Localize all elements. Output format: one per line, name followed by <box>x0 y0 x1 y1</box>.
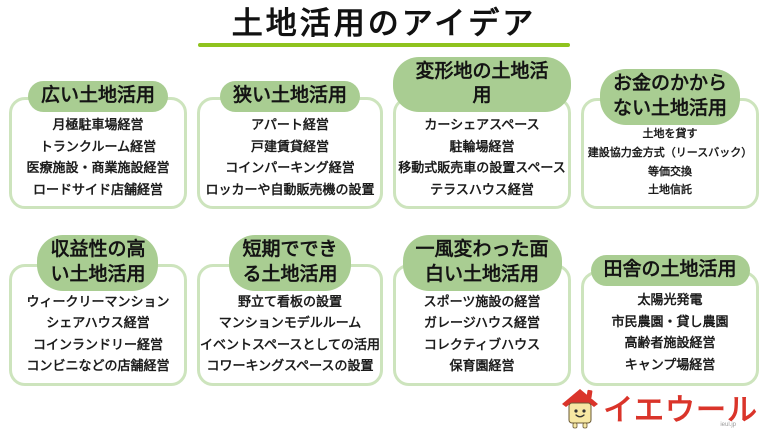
card-header: 変形地の土地活用 <box>393 56 572 113</box>
card-item: 太陽光発電 <box>637 292 703 308</box>
card-header: 広い土地活用 <box>27 81 168 113</box>
ieul-logo: イエウール ieul.jp <box>560 386 758 430</box>
card-item: スポーツ施設の経営 <box>423 293 541 309</box>
card-grid: 広い土地活用 月極駐車場経営 トランクルーム経営 医療施設・商業施設経営 ロード… <box>0 56 768 386</box>
card-header: 一風変わった面 白い土地活用 <box>402 235 562 291</box>
card-unique-land: 一風変わった面 白い土地活用 スポーツ施設の経営 ガレージハウス経営 コレクティ… <box>393 235 572 386</box>
card-item: 医療施設・商業施設経営 <box>26 160 170 176</box>
card-item: コインパーキング経営 <box>225 160 355 176</box>
card-item: テラスハウス経営 <box>430 181 534 197</box>
card-item: マンションモデルルーム <box>218 315 362 331</box>
card-rural-land: 田舎の土地活用 太陽光発電 市民農園・貸し農園 高齢者施設経営 キャンプ場経営 <box>581 255 759 386</box>
card-header: 田舎の土地活用 <box>590 255 750 286</box>
card-item: コンビニなどの店舗経営 <box>26 358 170 374</box>
card-item: 保育園経営 <box>449 358 515 374</box>
card-narrow-land: 狭い土地活用 アパート経営 戸建賃貸経営 コインパーキング経営 ロッカーや自動販… <box>196 81 384 210</box>
card-item: ウィークリーマンション <box>26 293 170 309</box>
house-mascot-icon <box>562 389 599 429</box>
card-profitable-land: 収益性の高 い土地活用 ウィークリーマンション シェアハウス経営 コインランドリ… <box>9 235 187 386</box>
card-item: 土地を貸す <box>642 127 698 140</box>
card-item: シェアハウス経営 <box>46 315 150 331</box>
card-body: 太陽光発電 市民農園・貸し農園 高齢者施設経営 キャンプ場経営 <box>581 270 759 386</box>
card-item: コインランドリー経営 <box>32 336 163 352</box>
card-item: カーシェアスペース <box>424 117 540 133</box>
card-item: ロッカーや自動販売機の設置 <box>205 181 375 197</box>
card-item: ロードサイド店舗経営 <box>32 181 163 197</box>
card-body: ウィークリーマンション シェアハウス経営 コインランドリー経営 コンビニなどの店… <box>9 263 187 386</box>
card-item: アパート経営 <box>251 117 329 133</box>
page-title: 土地活用のアイデア <box>231 6 537 41</box>
card-item: 月極駐車場経営 <box>52 117 144 133</box>
logo-text: イエウール <box>603 394 758 427</box>
card-item: トランクルーム経営 <box>39 138 157 154</box>
card-header: 収益性の高 い土地活用 <box>37 235 159 291</box>
card-item: 移動式販売車の設置スペース <box>398 160 566 176</box>
card-item: コワーキングスペースの設置 <box>206 358 374 374</box>
card-header: 狭い土地活用 <box>219 81 360 113</box>
card-header: 短期ででき る土地活用 <box>229 235 351 291</box>
card-short-term-land: 短期ででき る土地活用 野立て看板の設置 マンションモデルルーム イベントスペー… <box>196 235 384 386</box>
title-block: 土地活用のアイデア <box>0 0 768 47</box>
card-body: カーシェアスペース 駐輪場経営 移動式販売車の設置スペース テラスハウス経営 <box>393 97 572 210</box>
card-wide-land: 広い土地活用 月極駐車場経営 トランクルーム経営 医療施設・商業施設経営 ロード… <box>9 81 187 210</box>
logo-subtext: ieul.jp <box>720 422 736 428</box>
card-item: 土地信託 <box>648 184 692 197</box>
card-item: 野立て看板の設置 <box>237 293 342 309</box>
logo-wordmark: イエウール ieul.jp <box>603 396 758 430</box>
card-header: お金のかから ない土地活用 <box>600 69 741 125</box>
card-item: コレクティブハウス <box>423 336 541 352</box>
title-underline <box>198 42 570 47</box>
card-item: 高齢者施設経営 <box>624 335 716 351</box>
card-item: 等価交換 <box>648 165 692 178</box>
card-item: 市民農園・貸し農園 <box>611 313 729 329</box>
card-item: イベントスペースとしての活用 <box>199 336 381 352</box>
card-body: 月極駐車場経営 トランクルーム経営 医療施設・商業施設経営 ロードサイド店舗経営 <box>9 97 187 210</box>
card-item: 戸建賃貸経営 <box>250 138 329 154</box>
card-body: アパート経営 戸建賃貸経営 コインパーキング経営 ロッカーや自動販売機の設置 <box>196 97 384 210</box>
card-item: 建設協力金方式（リースバック） <box>587 146 753 159</box>
card-item: ガレージハウス経営 <box>424 315 540 331</box>
card-item: 駐輪場経営 <box>449 138 515 154</box>
card-item: キャンプ場経営 <box>624 356 716 372</box>
card-no-cost-land: お金のかから ない土地活用 土地を貸す 建設協力金方式（リースバック） 等価交換… <box>581 69 759 210</box>
card-irregular-land: 変形地の土地活用 カーシェアスペース 駐輪場経営 移動式販売車の設置スペース テ… <box>393 56 572 210</box>
